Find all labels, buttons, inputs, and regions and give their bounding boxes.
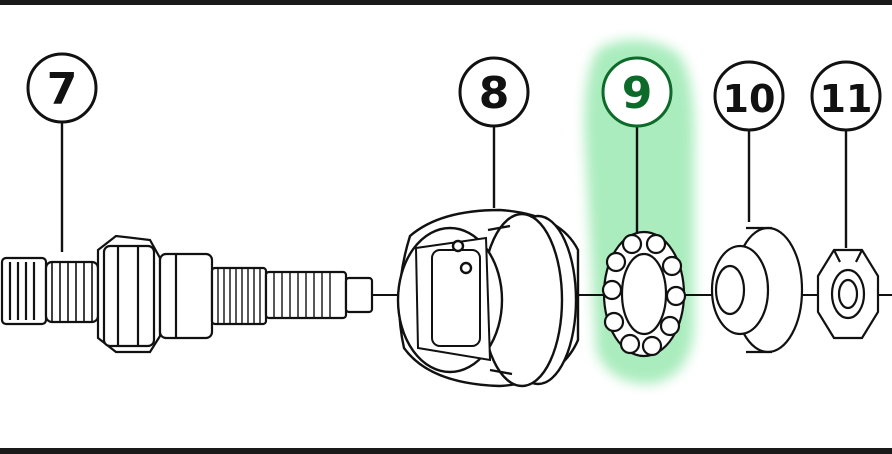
ball-bearing-retainer-icon <box>601 230 687 358</box>
callout-7: 7 <box>26 52 98 124</box>
cone-washer-icon <box>710 226 804 354</box>
callout-number: 11 <box>820 77 873 121</box>
callout-number: 9 <box>622 68 653 119</box>
callout-11: 11 <box>810 60 882 132</box>
bottom-frame-rule <box>0 448 892 454</box>
freehub-body-icon <box>396 208 580 388</box>
hex-lock-nut-icon <box>816 248 880 340</box>
callout-number: 7 <box>47 64 78 115</box>
top-frame-rule <box>0 0 892 5</box>
callout-number: 8 <box>479 68 510 119</box>
callout-number: 10 <box>723 77 776 121</box>
callout-10: 10 <box>713 60 785 132</box>
callout-9-highlighted: 9 <box>601 56 673 128</box>
callout-8: 8 <box>458 56 530 128</box>
splined-axle-with-cone-and-spring-icon <box>0 234 374 354</box>
